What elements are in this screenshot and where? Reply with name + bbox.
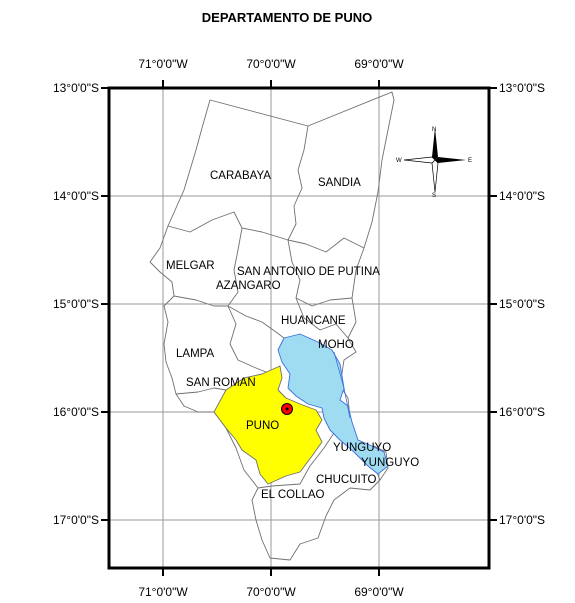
province-label-melgar: MELGAR — [166, 260, 215, 272]
province-label-yunguyo-1: YUNGUYO — [333, 442, 391, 454]
lon-label-bottom-70w: 70°0'0"W — [246, 585, 296, 599]
map-frame — [107, 86, 491, 570]
department-outline — [149, 91, 395, 561]
province-label-carabaya: CARABAYA — [210, 170, 271, 182]
lon-label-bottom-69w: 69°0'0"W — [354, 585, 404, 599]
border-azangaro-huancane — [227, 305, 285, 339]
lat-label-right-14s: 14°0'0"S — [499, 189, 545, 203]
lat-label-left-14s: 14°0'0"S — [53, 189, 99, 203]
province-label-azangaro: AZANGARO — [216, 280, 281, 292]
province-label-san-roman: SAN ROMAN — [186, 377, 256, 389]
lat-label-right-17s: 17°0'0"S — [499, 513, 545, 527]
province-label-huancane: HUANCANE — [281, 315, 346, 327]
lat-label-right-13s: 13°0'0"S — [499, 81, 545, 95]
border-carabaya-sandia — [287, 125, 309, 241]
border-sandia-putina — [287, 237, 365, 253]
lake-titicaca — [277, 333, 389, 475]
province-label-sandia: SANDIA — [318, 177, 361, 189]
lon-label-top-69w: 69°0'0"W — [354, 57, 404, 71]
lat-label-left-17s: 17°0'0"S — [53, 513, 99, 527]
province-label-moho: MOHO — [318, 339, 354, 351]
lake-boundary-line — [333, 351, 351, 419]
lat-label-left-13s: 13°0'0"S — [53, 81, 99, 95]
lon-label-top-70w: 70°0'0"W — [246, 57, 296, 71]
border-lampa-sanroman — [227, 305, 267, 373]
lat-label-right-15s: 15°0'0"S — [499, 297, 545, 311]
province-label-chucuito: CHUCUITO — [316, 474, 377, 486]
border-melgar-lampa — [173, 295, 228, 307]
border-melgar-azangaro — [227, 227, 243, 307]
lat-label-right-16s: 16°0'0"S — [499, 405, 545, 419]
compass-w: W — [396, 158, 402, 164]
compass-rose-icon: N S E W — [396, 127, 472, 199]
map-title: DEPARTAMENTO DE PUNO — [202, 10, 372, 25]
compass-s: S — [432, 193, 436, 199]
lat-label-left-16s: 16°0'0"S — [53, 405, 99, 419]
province-label-puno: PUNO — [246, 420, 279, 432]
border-sanroman-south — [175, 387, 227, 395]
puno-province — [213, 365, 323, 485]
border-huancane-moho — [295, 297, 349, 339]
province-borders — [149, 91, 395, 561]
province-label-lampa: LAMPA — [176, 348, 214, 360]
province-label-yunguyo-2: YUNGUYO — [361, 457, 419, 469]
compass-e: E — [468, 158, 472, 164]
lon-label-bottom-71w: 71°0'0"W — [138, 585, 188, 599]
city-marker-icon — [281, 403, 293, 415]
lat-label-left-15s: 15°0'0"S — [53, 297, 99, 311]
province-label-el-collao: EL COLLAO — [261, 489, 325, 501]
compass-n: N — [432, 127, 436, 133]
province-label-san-antonio-de-putina: SAN ANTONIO DE PUTINA — [237, 266, 380, 278]
border-chucuito-collao — [257, 429, 337, 489]
frame-ticks — [101, 80, 497, 576]
lon-label-top-71w: 71°0'0"W — [138, 57, 188, 71]
border-carabaya-south — [167, 211, 289, 241]
